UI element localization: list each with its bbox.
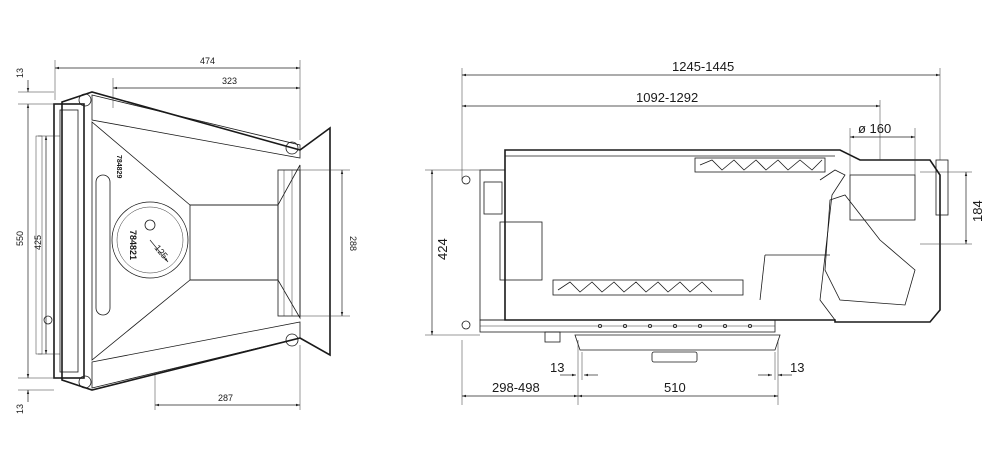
dim-550: 550	[15, 231, 25, 246]
dim-288: 288	[348, 236, 358, 251]
dim-1092-1292: 1092-1292	[636, 90, 698, 105]
side-flue-collar	[849, 174, 916, 221]
part-number-784829: 784829	[115, 155, 122, 178]
dim-flue-diameter-160: ø 160	[858, 121, 891, 136]
side-top-baffle	[699, 159, 823, 171]
front-glass-frame	[53, 103, 85, 379]
dim-radius-125: 125	[152, 243, 169, 261]
dim-184: 184	[970, 200, 985, 222]
side-view	[425, 68, 972, 405]
part-number-784821: 784821	[128, 230, 138, 260]
dim-287: 287	[218, 393, 233, 403]
dim-1245-1445: 1245-1445	[672, 59, 734, 74]
side-right-chamber	[824, 194, 916, 306]
front-inner-chamber	[91, 121, 301, 361]
front-flue-circle	[111, 201, 189, 279]
dim-425: 425	[33, 235, 43, 250]
dim-424: 424	[435, 238, 450, 260]
front-bottom-wing	[91, 321, 301, 389]
front-view	[18, 60, 350, 410]
dim-298-498: 298-498	[492, 380, 540, 395]
dim-13-bottom: 13	[15, 404, 25, 414]
rail-rivets	[598, 323, 753, 328]
dim-13-clearance-right: 13	[790, 360, 804, 375]
side-base-plate	[574, 334, 781, 351]
dim-13-clearance-left: 13	[550, 360, 564, 375]
dim-323: 323	[222, 76, 237, 86]
side-main-body	[504, 149, 941, 323]
front-top-wing	[91, 94, 301, 159]
side-bottom-baffle	[557, 281, 713, 293]
dim-510: 510	[664, 380, 686, 395]
dim-474: 474	[200, 56, 215, 66]
dim-13-top: 13	[15, 68, 25, 78]
